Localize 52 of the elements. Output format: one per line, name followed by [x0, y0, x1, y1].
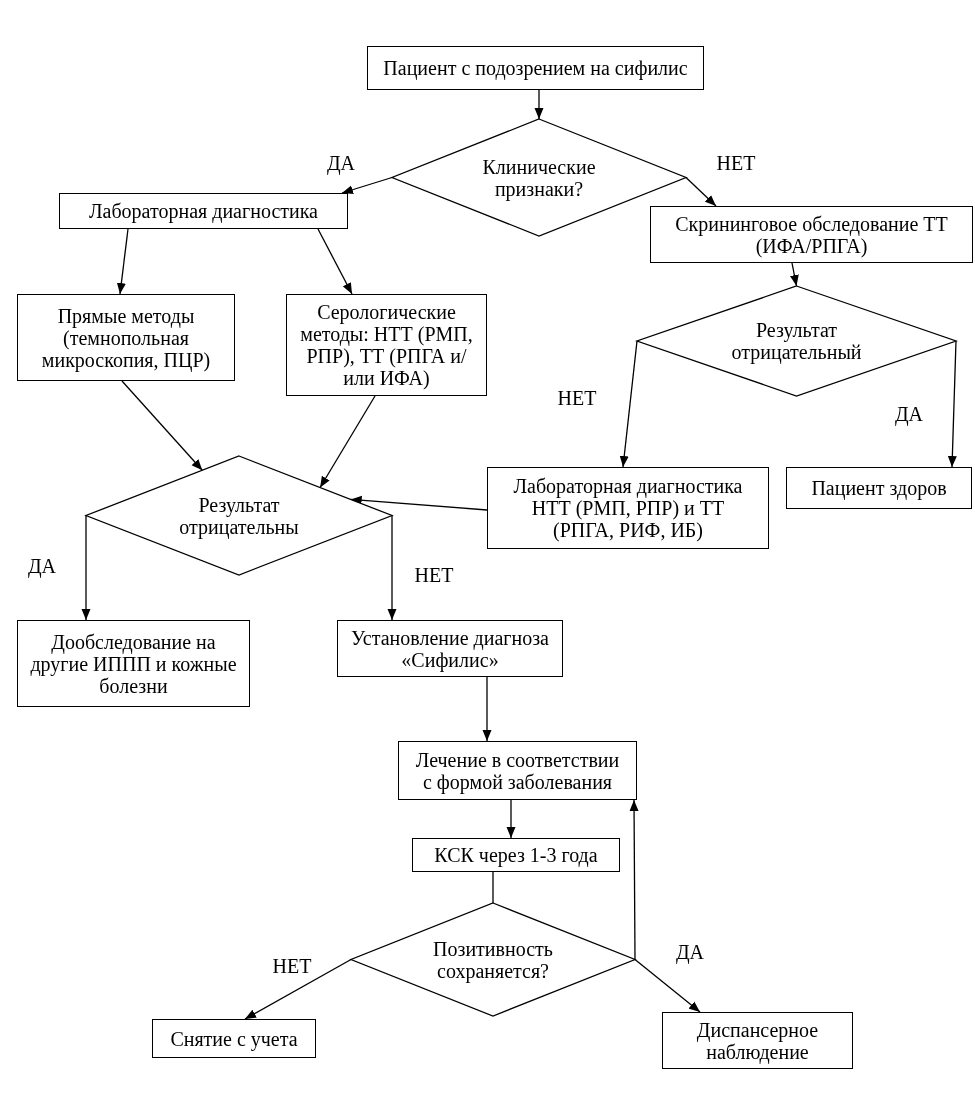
process-box: [650, 206, 973, 263]
step-text: Прямые методы (темнопольная микроскопия, ПЦР): [40, 304, 212, 371]
step-text: Скрининговое обследование ТТ (ИФА/РПГА): [674, 212, 949, 257]
arrow: [81, 514, 91, 621]
step-text: Пациент с подозрением на сифилис: [383, 57, 688, 79]
step-text: Дообследование на другие ИППП и кожные болезни: [29, 630, 238, 697]
arrow: [341, 176, 393, 195]
arrow: [350, 495, 488, 511]
process-box: [412, 838, 620, 872]
arrow: [685, 176, 717, 207]
step-text: Серологические методы: НТТ (РМП, РПР), ТТ (РПГА и/или ИФА): [299, 301, 474, 389]
question-text: Позитивность сохраняется?: [432, 937, 554, 982]
decision-diamond: [637, 286, 956, 396]
arrow: [947, 340, 957, 468]
process-box: [367, 46, 704, 90]
question-text: Клинические признаки?: [481, 155, 597, 200]
process-box: [286, 294, 487, 396]
process-box: [17, 294, 235, 381]
process-box: [487, 467, 769, 549]
question-text: Результат отрицательный: [731, 319, 862, 363]
step-text: Лечение в соответствии с формой заболевания: [414, 748, 621, 793]
step-text: Лабораторная диагностика: [89, 200, 318, 222]
process-box: [152, 1019, 316, 1058]
decision-diamond: [351, 903, 635, 1016]
arrow: [789, 262, 799, 287]
arrow: [116, 228, 129, 295]
arrow: [634, 958, 701, 1013]
arrow: [506, 799, 516, 839]
question-text: Результат отрицательны: [178, 493, 300, 538]
arrow: [387, 514, 397, 621]
step-text: Диспансерное наблюдение: [695, 1018, 820, 1063]
step-text: Лабораторная диагностика НТТ (РМП, РПР) и ТТ (РПГА, РИФ, ИБ): [512, 475, 744, 541]
process-box: [786, 467, 972, 509]
step-text: Пациент здоров: [811, 477, 947, 499]
process-box: [59, 193, 348, 229]
arrow: [121, 380, 203, 471]
arrow: [534, 89, 544, 120]
arrow: [619, 340, 638, 468]
step-text: Установление диагноза «Сифилис»: [350, 626, 550, 671]
arrow: [244, 958, 352, 1020]
step-text: КСК через 1-3 года: [434, 844, 598, 866]
connector-line: [492, 871, 494, 904]
process-box: [662, 1012, 853, 1069]
decision-diamond: [86, 456, 392, 575]
process-box: [337, 620, 563, 677]
step-text: Снятие с учета: [170, 1027, 298, 1050]
process-box: [17, 620, 250, 707]
arrow: [482, 676, 492, 742]
process-box: [398, 741, 637, 800]
arrow: [319, 395, 376, 489]
arrow: [317, 228, 353, 295]
arrow: [629, 799, 639, 961]
